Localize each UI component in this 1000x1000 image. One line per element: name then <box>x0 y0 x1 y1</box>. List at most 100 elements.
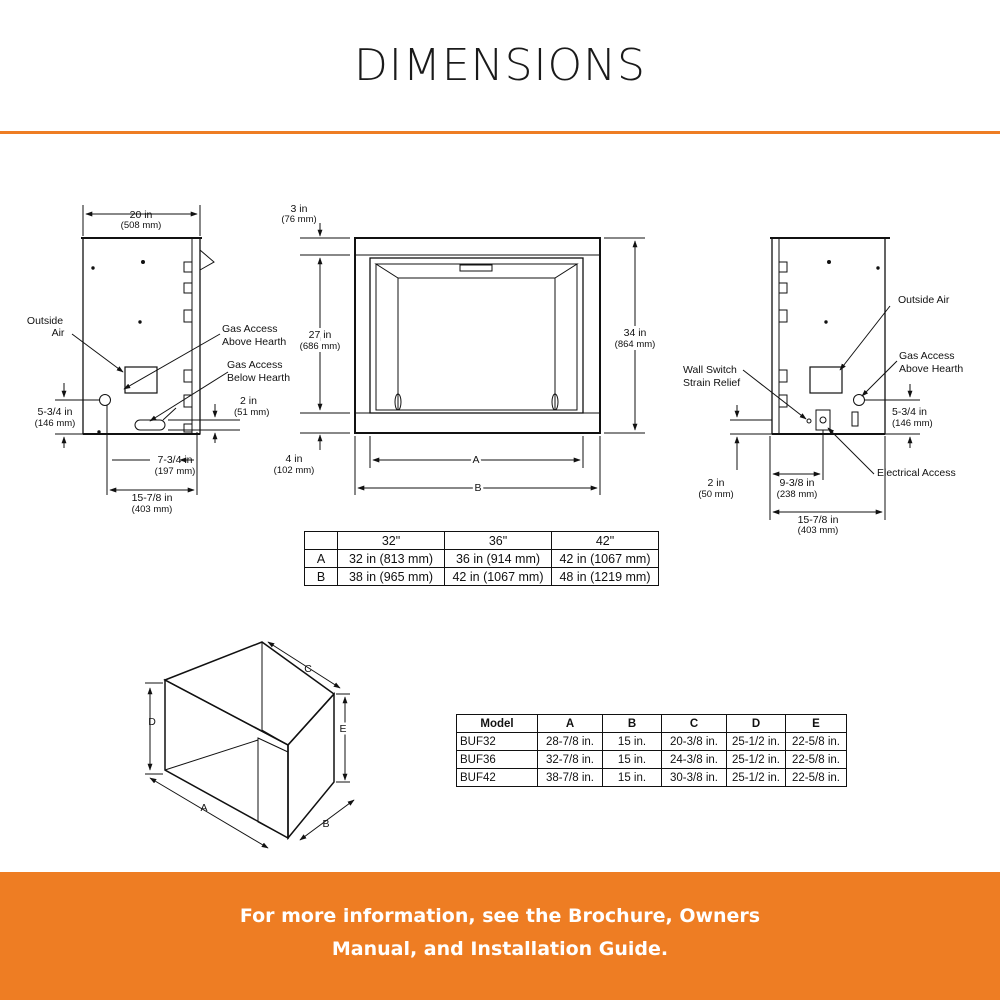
size-table-header-cell: 36" <box>444 531 552 550</box>
footer-info-text: For more information, see the Brochure, … <box>239 905 761 960</box>
left-outside-air-plate <box>124 366 158 394</box>
size-table-header-cell: 42" <box>551 531 659 550</box>
front-firebox-opening <box>369 257 584 414</box>
model-table-header-cell: C <box>661 714 727 733</box>
svg-text:(197 mm): (197 mm) <box>155 466 196 477</box>
box-label-a: A <box>200 802 207 814</box>
svg-text:Below Hearth: Below Hearth <box>227 372 290 384</box>
model-table-header: Model A B C D E <box>456 714 847 733</box>
model-name-cell: BUF42 <box>456 768 538 787</box>
table-cell: 38 in (965 mm) <box>337 567 445 586</box>
model-name-cell: BUF32 <box>456 732 538 751</box>
svg-text:Air: Air <box>52 327 65 339</box>
model-table-header-cell: D <box>726 714 786 733</box>
right-wall-switch-label: Wall Switch <box>683 364 737 376</box>
right-dimension-labels: Outside Air Gas Access Above Hearth Wall… <box>683 294 963 536</box>
box-label-c: C <box>304 663 312 675</box>
table-row: A 32 in (813 mm) 36 in (914 mm) 42 in (1… <box>304 549 659 568</box>
table-cell: 38-7/8 in. <box>537 768 603 787</box>
left-cabinet-body <box>82 237 201 435</box>
size-row-key: B <box>304 567 338 586</box>
svg-text:(50 mm): (50 mm) <box>698 489 733 500</box>
table-cell: 24-3/8 in. <box>661 750 727 769</box>
svg-text:(51 mm): (51 mm) <box>234 407 269 418</box>
table-cell: 22-5/8 in. <box>785 750 847 769</box>
table-cell: 25-1/2 in. <box>726 732 786 751</box>
table-cell: 22-5/8 in. <box>785 732 847 751</box>
svg-text:(864 mm): (864 mm) <box>615 339 656 350</box>
size-dimension-table: 32" 36" 42" A 32 in (813 mm) 36 in (914 … <box>304 531 659 586</box>
table-row: BUF32 28-7/8 in. 15 in. 20-3/8 in. 25-1/… <box>456 732 847 751</box>
left-side-view <box>81 237 215 435</box>
svg-text:(686 mm): (686 mm) <box>300 341 341 352</box>
box-label-b: B <box>322 818 329 830</box>
svg-text:(146 mm): (146 mm) <box>35 418 76 429</box>
left-gas-access-hole <box>99 394 111 406</box>
table-cell: 25-1/2 in. <box>726 750 786 769</box>
table-cell: 42 in (1067 mm) <box>444 567 552 586</box>
title-divider <box>0 131 1000 134</box>
right-gas-access-hole <box>853 394 865 406</box>
front-dim-a-label: A <box>472 454 479 466</box>
right-outside-air-label: Outside Air <box>898 294 950 306</box>
right-dimensions <box>730 305 920 520</box>
svg-text:Above Hearth: Above Hearth <box>222 336 286 348</box>
footer-banner <box>0 872 1000 1000</box>
front-dim-b-label: B <box>474 482 481 494</box>
front-bottom-gap-label: 4 in <box>286 453 303 465</box>
svg-text:(146 mm): (146 mm) <box>892 418 933 429</box>
front-opening-height-label: 27 in <box>309 329 332 341</box>
table-cell: 15 in. <box>602 732 662 751</box>
table-cell: 15 in. <box>602 750 662 769</box>
left-depth-label: 15-7/8 in <box>132 492 173 504</box>
svg-text:(238 mm): (238 mm) <box>777 489 818 500</box>
table-cell: 22-5/8 in. <box>785 768 847 787</box>
svg-text:(403 mm): (403 mm) <box>798 525 839 536</box>
model-table-header-cell: A <box>537 714 603 733</box>
left-height-side-label: 5-3/4 in <box>37 406 72 418</box>
model-name-cell: BUF36 <box>456 750 538 769</box>
box-label-e: E <box>339 723 346 735</box>
svg-text:(102 mm): (102 mm) <box>274 465 315 476</box>
model-dimension-table: Model A B C D E BUF32 28-7/8 in. 15 in. … <box>456 714 847 787</box>
box-front-opening <box>164 678 289 840</box>
table-cell: 32 in (813 mm) <box>337 549 445 568</box>
table-row: BUF36 32-7/8 in. 15 in. 24-3/8 in. 25-1/… <box>456 750 847 769</box>
right-cabinet-body <box>771 237 886 435</box>
box-label-d: D <box>148 716 156 728</box>
size-table-header-cell <box>304 531 338 550</box>
page-title: DIMENSIONS <box>354 40 646 91</box>
table-cell: 15 in. <box>602 768 662 787</box>
table-row: BUF42 38-7/8 in. 15 in. 30-3/8 in. 25-1/… <box>456 768 847 787</box>
right-outside-air-plate <box>809 366 843 394</box>
left-width-label: 20 in <box>130 209 153 221</box>
table-cell: 28-7/8 in. <box>537 732 603 751</box>
left-dimension-labels: 20 in (508 mm) Outside Air Gas Access Ab… <box>27 209 290 515</box>
svg-text:(403 mm): (403 mm) <box>132 504 173 515</box>
left-gas-above-label: Gas Access <box>222 323 277 335</box>
table-cell: 42 in (1067 mm) <box>551 549 659 568</box>
front-outer-frame <box>354 237 601 434</box>
size-table-header: 32" 36" 42" <box>304 531 659 550</box>
front-top-gap-label: 3 in <box>291 203 308 215</box>
right-electrical-box <box>815 409 831 431</box>
left-height-2-label: 2 in <box>240 395 257 407</box>
right-height-2-label: 2 in <box>708 477 725 489</box>
table-cell: 30-3/8 in. <box>661 768 727 787</box>
right-gas-above-label: Gas Access <box>899 350 954 362</box>
left-gas-below-label: Gas Access <box>227 359 282 371</box>
right-depth-label: 15-7/8 in <box>798 514 839 526</box>
left-gas-below-slot <box>134 419 166 431</box>
table-cell: 48 in (1219 mm) <box>551 567 659 586</box>
table-cell: 25-1/2 in. <box>726 768 786 787</box>
front-dimension-labels: 3 in (76 mm) 27 in (686 mm) 34 in (864 m… <box>274 203 659 497</box>
left-width-mm: (508 mm) <box>121 220 162 231</box>
size-row-key: A <box>304 549 338 568</box>
table-cell: 20-3/8 in. <box>661 732 727 751</box>
front-dimensions <box>300 223 645 495</box>
table-cell: 36 in (914 mm) <box>444 549 552 568</box>
svg-text:Above Hearth: Above Hearth <box>899 363 963 375</box>
svg-text:(76 mm): (76 mm) <box>281 214 316 225</box>
model-table-header-cell: Model <box>456 714 538 733</box>
